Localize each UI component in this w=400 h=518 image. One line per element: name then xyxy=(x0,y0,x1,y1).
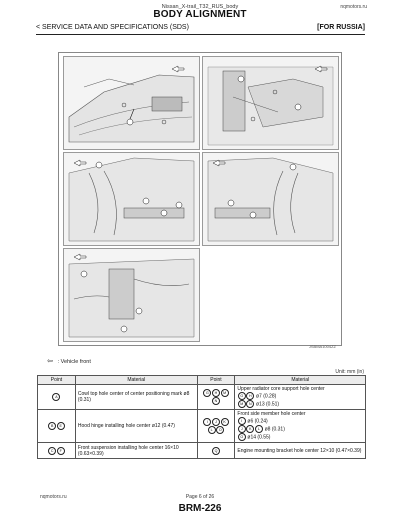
point-symbol: J xyxy=(211,418,220,426)
material-line: O ø14 (0.55) xyxy=(237,433,363,441)
material-value: ø14 (0.55) xyxy=(247,434,271,441)
material-title: Front side member hole center xyxy=(237,411,306,417)
point-symbol: N xyxy=(211,397,220,405)
point-symbol: K xyxy=(246,425,255,433)
point-symbol: G xyxy=(237,392,246,400)
point-symbol: E xyxy=(56,422,65,430)
point-symbol: H xyxy=(211,389,220,397)
region-label: [FOR RUSSIA] xyxy=(317,24,365,31)
material-title: Upper radiator core support hole center xyxy=(237,386,325,392)
engine-mount-drawing xyxy=(68,253,195,338)
document-title: Nissan_X-trail_T32_RUS_body xyxy=(161,4,239,10)
page-title: BODY ALIGNMENT xyxy=(153,9,247,20)
point-symbol: O xyxy=(216,426,225,434)
cowl-top-drawing xyxy=(68,65,195,143)
material-value: ø7 (0.28) xyxy=(256,393,277,400)
radiator-support-drawing xyxy=(207,65,334,146)
header-site-link[interactable]: nqmotors.ru xyxy=(340,4,367,10)
section-title: < SERVICE DATA AND SPECIFICATIONS (SDS) xyxy=(36,24,189,31)
material-cell: Front side member hole center I ø6 (0.24… xyxy=(234,409,366,443)
point-cell: Q xyxy=(196,442,236,459)
front-side-member-right-drawing xyxy=(207,157,334,242)
illustration-radiator-support xyxy=(202,56,339,150)
illustration-engine-mount xyxy=(63,248,200,342)
alignment-figure xyxy=(58,52,342,346)
point-symbol: C xyxy=(48,446,57,455)
footer-site-link[interactable]: nqmotors.ru xyxy=(40,494,67,500)
point-symbol: K xyxy=(220,418,229,426)
point-symbol: I xyxy=(203,418,212,426)
hollow-arrow-icon: ⇦ xyxy=(47,358,53,365)
figure-id: JSBMA1004ZZ xyxy=(308,344,336,349)
point-symbol: L xyxy=(254,425,263,433)
point-symbol: N xyxy=(246,400,255,408)
illustration-front-side-member-left xyxy=(63,152,200,246)
illustration-cowl-top xyxy=(63,56,200,150)
table-row: A Cowl top hole center of center positio… xyxy=(37,384,366,410)
material-line: I ø6 (0.24) xyxy=(237,417,363,425)
point-symbol: O xyxy=(237,433,246,441)
point-symbol: L xyxy=(207,426,216,434)
material-cell: Hood hinge installing hole center ø12 (0… xyxy=(74,409,198,443)
point-symbol: A xyxy=(52,393,61,401)
point-symbol: I xyxy=(237,417,246,425)
header-material-1: Material xyxy=(74,375,198,385)
front-side-member-left-drawing xyxy=(68,157,195,242)
header-material-2: Material xyxy=(234,375,366,385)
material-cell: Upper radiator core support hole center … xyxy=(234,384,366,410)
unit-label: Unit: mm (in) xyxy=(335,369,364,375)
page-code: BRM-226 xyxy=(178,503,222,514)
point-symbol: G xyxy=(203,389,212,397)
material-value: ø8 (0.31) xyxy=(264,426,285,433)
material-cell: Cowl top hole center of center positioni… xyxy=(74,384,198,410)
table-header-row: Point Material Point Material xyxy=(37,375,366,385)
header-point-1: Point xyxy=(37,375,76,385)
header-divider xyxy=(36,34,365,35)
material-value: ø13 (0.51) xyxy=(256,401,280,408)
spec-table: Point Material Point Material A Cowl top… xyxy=(37,375,366,459)
point-symbol: H xyxy=(246,392,255,400)
point-symbol: B xyxy=(48,422,57,430)
point-symbol: Q xyxy=(211,446,220,455)
illustration-front-side-member-right xyxy=(202,152,339,246)
legend-label: : Vehicle front xyxy=(57,359,91,365)
point-cell: A xyxy=(37,384,76,410)
page-number: Page 6 of 26 xyxy=(185,494,215,500)
point-symbol: M xyxy=(237,400,246,408)
point-symbol: M xyxy=(220,389,229,397)
header-point-2: Point xyxy=(196,375,236,385)
material-cell: Front suspension installing hole center … xyxy=(74,442,198,459)
material-cell: Engine mounting bracket hole center 12×1… xyxy=(234,442,366,459)
point-symbol: J xyxy=(237,425,246,433)
material-value: ø6 (0.24) xyxy=(247,418,268,425)
point-symbol: F xyxy=(56,446,65,455)
vehicle-front-legend: ⇦ : Vehicle front xyxy=(44,357,91,365)
